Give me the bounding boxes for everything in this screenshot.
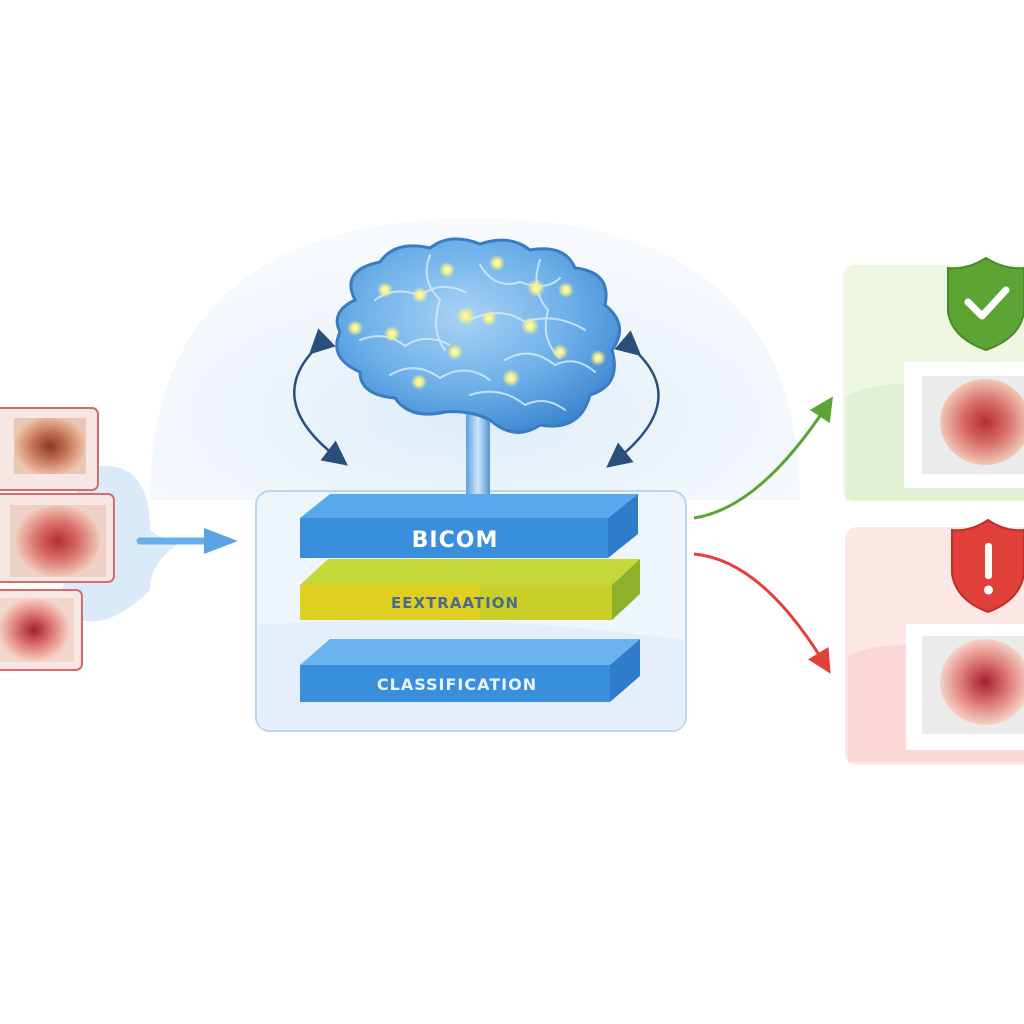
neuron-glow-points: [347, 255, 606, 390]
model-stem: [466, 398, 490, 510]
input-image-1: [0, 407, 99, 491]
input-image-2: [0, 493, 115, 583]
layer-classification: CLASSIFICATION: [300, 639, 640, 702]
malignant-arrow: [693, 552, 831, 674]
layer-extraction: EEXTRAATION: [300, 559, 640, 620]
input-images: [0, 407, 185, 671]
benign-result-panel: [843, 256, 1024, 502]
malignant-result-panel: [845, 518, 1024, 765]
benign-result-image: [904, 362, 1024, 488]
malignant-result-image: [906, 624, 1024, 750]
benign-arrow: [693, 396, 833, 520]
brain-icon: [335, 237, 621, 434]
input-image-3: [0, 589, 83, 671]
layer-classification-label: CLASSIFICATION: [377, 675, 537, 694]
feedback-arrow-left: [293, 328, 348, 466]
feedback-arrow-right: [606, 330, 660, 468]
shield-alert-icon: [951, 518, 1024, 614]
layer-bicom: BICOM: [300, 494, 638, 558]
layer-extraction-label: EEXTRAATION: [391, 594, 519, 612]
input-arrow: [136, 528, 238, 554]
layer-bicom-label: BICOM: [412, 528, 499, 553]
shield-check-icon: [947, 256, 1024, 352]
